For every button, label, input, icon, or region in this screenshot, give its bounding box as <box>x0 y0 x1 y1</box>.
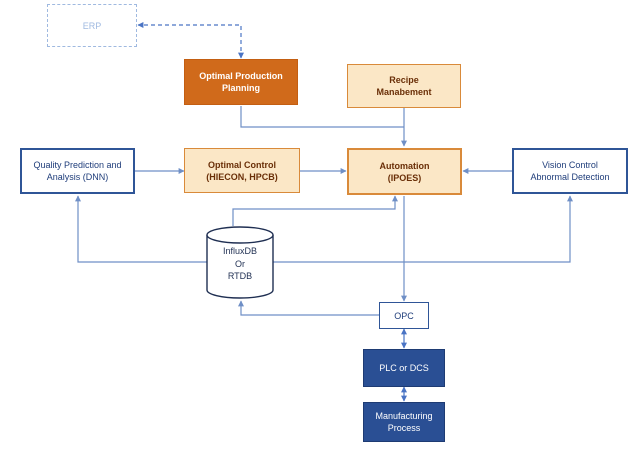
vision-label-line1: Vision Control <box>542 160 598 170</box>
connector-db-automation <box>232 195 398 226</box>
automation-label-line1: Automation <box>379 160 430 171</box>
quality-label-line2: Analysis (DNN) <box>46 172 109 182</box>
manufacturing-process-node[interactable]: Manufacturing Process <box>363 402 445 442</box>
recipe-management-node[interactable]: Recipe Manabement <box>347 64 461 108</box>
optimal-control-node[interactable]: Optimal Control (HIECON, HPCB) <box>184 148 300 193</box>
opp-label-line1: Optimal Production <box>199 71 283 81</box>
plc-dcs-node[interactable]: PLC or DCS <box>363 349 445 387</box>
erp-label: ERP <box>82 20 102 31</box>
opc-label: OPC <box>394 310 414 321</box>
connector-db-quality <box>75 195 207 263</box>
optctl-label-line1: Optimal Control <box>208 159 276 170</box>
automation-node[interactable]: Automation (IPOES) <box>347 148 462 195</box>
connector-erp-planning <box>137 22 244 59</box>
connector-planning-automation <box>240 106 404 128</box>
db-label-line3: RTDB <box>227 271 253 281</box>
db-label-line2: Or <box>235 258 245 269</box>
quality-label-line1: Quality Prediction and <box>33 160 122 170</box>
optctl-label-line2: (HIECON, HPCB) <box>206 171 278 182</box>
optimal-production-planning-node[interactable]: Optimal Production Planning <box>184 59 298 105</box>
mfg-label-line1: Manufacturing <box>375 411 433 421</box>
opp-label-line2: Planning <box>222 83 260 93</box>
database-node[interactable]: InfluxDB Or RTDB <box>207 245 273 283</box>
erp-node[interactable]: ERP <box>47 4 137 47</box>
automation-label-line2: (IPOES) <box>387 172 422 183</box>
vision-control-node[interactable]: Vision Control Abnormal Detection <box>512 148 628 194</box>
connector-db-vision <box>273 195 573 263</box>
vision-label-line2: Abnormal Detection <box>530 172 610 182</box>
opc-node[interactable]: OPC <box>379 302 429 329</box>
db-label-line1: InfluxDB <box>222 246 257 256</box>
connector-opc-db <box>238 300 379 316</box>
recipe-label-line2: Manabement <box>376 87 432 97</box>
mfg-label-line2: Process <box>387 423 421 433</box>
recipe-label-line1: Recipe <box>389 75 419 85</box>
quality-prediction-node[interactable]: Quality Prediction and Analysis (DNN) <box>20 148 135 194</box>
plc-label: PLC or DCS <box>379 363 429 373</box>
database-cylinder-icon <box>206 226 274 299</box>
